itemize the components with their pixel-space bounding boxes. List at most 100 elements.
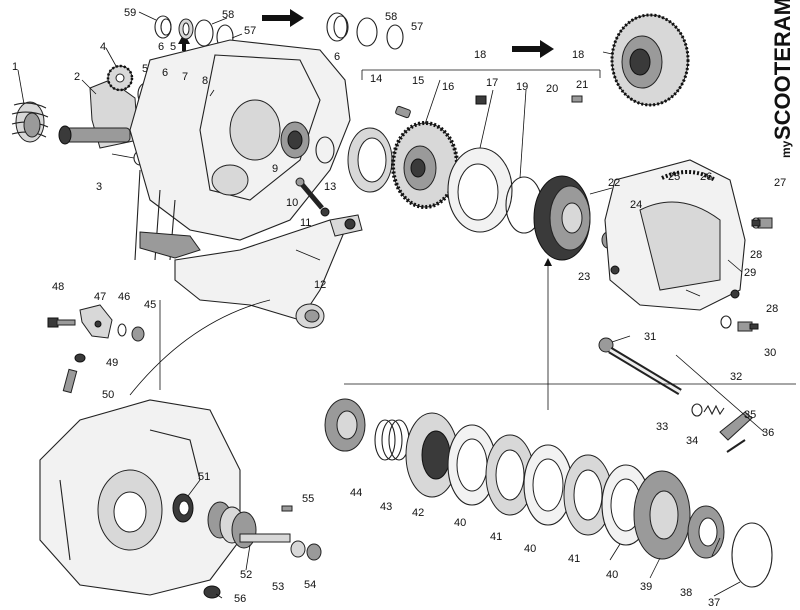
label-59: 59 (124, 7, 136, 19)
bearing-51 (172, 493, 194, 523)
label-16: 16 (442, 81, 454, 93)
label-58a: 58 (222, 9, 234, 21)
label-49: 49 (106, 357, 118, 369)
leader-lines (17, 11, 743, 599)
label-32: 32 (730, 371, 742, 383)
nut-49 (74, 353, 86, 363)
washer-53 (290, 540, 306, 558)
label-30: 30 (764, 347, 776, 359)
nut-17 (475, 95, 487, 105)
label-58b: 58 (385, 11, 397, 23)
clutch-plate-14 (347, 127, 393, 193)
clutch-hub-44 (324, 398, 366, 452)
label-29: 29 (744, 267, 756, 279)
washer-46 (117, 323, 127, 337)
label-6a: 6 (158, 41, 164, 53)
label-55: 55 (302, 493, 314, 505)
label-18b: 18 (572, 49, 584, 61)
label-26: 26 (700, 171, 712, 183)
gear-shaft-52 (207, 501, 291, 549)
label-40b: 40 (524, 543, 536, 555)
clutch-drum-19 (447, 147, 513, 233)
label-24: 24 (630, 199, 642, 211)
plate-38 (687, 505, 725, 559)
label-2: 2 (74, 71, 80, 83)
label-37: 37 (708, 597, 720, 609)
label-28b: 28 (766, 303, 778, 315)
clutch-cover (604, 159, 746, 311)
plate-40a (447, 424, 497, 506)
label-35: 35 (744, 409, 756, 421)
label-17: 17 (486, 77, 498, 89)
plate-42 (405, 412, 459, 498)
label-9: 9 (272, 163, 278, 175)
label-52: 52 (240, 569, 252, 581)
label-20: 20 (546, 83, 558, 95)
label-40a: 40 (454, 517, 466, 529)
part-labels: 59 6 5 58 57 6 58 57 18 18 1 2 3 4 5 6 7… (12, 7, 786, 609)
spring-34 (703, 404, 725, 416)
label-14: 14 (370, 73, 382, 85)
label-13: 13 (324, 181, 336, 193)
plate-41b (563, 454, 613, 536)
label-48: 48 (52, 281, 64, 293)
label-6c: 6 (162, 67, 168, 79)
clutch-housing-22 (533, 175, 591, 261)
pin-15 (395, 105, 411, 119)
washer-28a (751, 217, 761, 229)
label-28a: 28 (750, 249, 762, 261)
label-7: 7 (182, 71, 188, 83)
label-57b: 57 (411, 21, 423, 33)
label-22: 22 (608, 177, 620, 189)
gear-cluster-18 (610, 13, 690, 107)
clutch-pushrod (598, 337, 682, 396)
label-56: 56 (234, 593, 246, 605)
brand-name: SCOOTERAMA (770, 0, 795, 140)
label-25: 25 (668, 171, 680, 183)
label-40c: 40 (606, 569, 618, 581)
label-6b: 6 (334, 51, 340, 63)
kickstart-spring (11, 101, 49, 143)
bolt-48 (47, 317, 76, 328)
label-34: 34 (686, 435, 698, 447)
nut-56 (203, 585, 221, 599)
lower-casing (39, 399, 241, 596)
label-41b: 41 (568, 553, 580, 565)
direction-arrow-right (512, 40, 554, 58)
label-5b: 5 (142, 63, 148, 75)
label-3: 3 (96, 181, 102, 193)
label-33: 33 (656, 421, 668, 433)
kickstart-shaft (58, 64, 147, 166)
label-53: 53 (272, 581, 284, 593)
label-15: 15 (412, 75, 424, 87)
label-19: 19 (516, 81, 528, 93)
label-18a: 18 (474, 49, 486, 61)
brand-watermark: my SCOOTERAMA (770, 0, 795, 158)
lever-35 (719, 411, 753, 441)
bolt-30 (737, 321, 759, 332)
label-1: 1 (12, 61, 18, 73)
label-10: 10 (286, 197, 298, 209)
group-lines (129, 69, 796, 433)
label-8: 8 (202, 75, 208, 87)
label-50: 50 (102, 389, 114, 401)
label-41a: 41 (490, 531, 502, 543)
key-55 (281, 505, 293, 512)
label-44: 44 (350, 487, 362, 499)
bolt-27 (751, 217, 773, 229)
label-42: 42 (412, 507, 424, 519)
label-38: 38 (680, 587, 692, 599)
circlip-37 (731, 522, 773, 588)
label-27: 27 (774, 177, 786, 189)
label-11: 11 (300, 217, 311, 229)
pin-21 (571, 95, 583, 103)
spring-43 (374, 419, 410, 461)
stud-50 (62, 368, 78, 394)
swing-arm (139, 214, 363, 329)
label-5a: 5 (170, 41, 176, 53)
label-51: 51 (198, 471, 210, 483)
brand-prefix: my (779, 140, 793, 158)
label-36: 36 (762, 427, 774, 439)
